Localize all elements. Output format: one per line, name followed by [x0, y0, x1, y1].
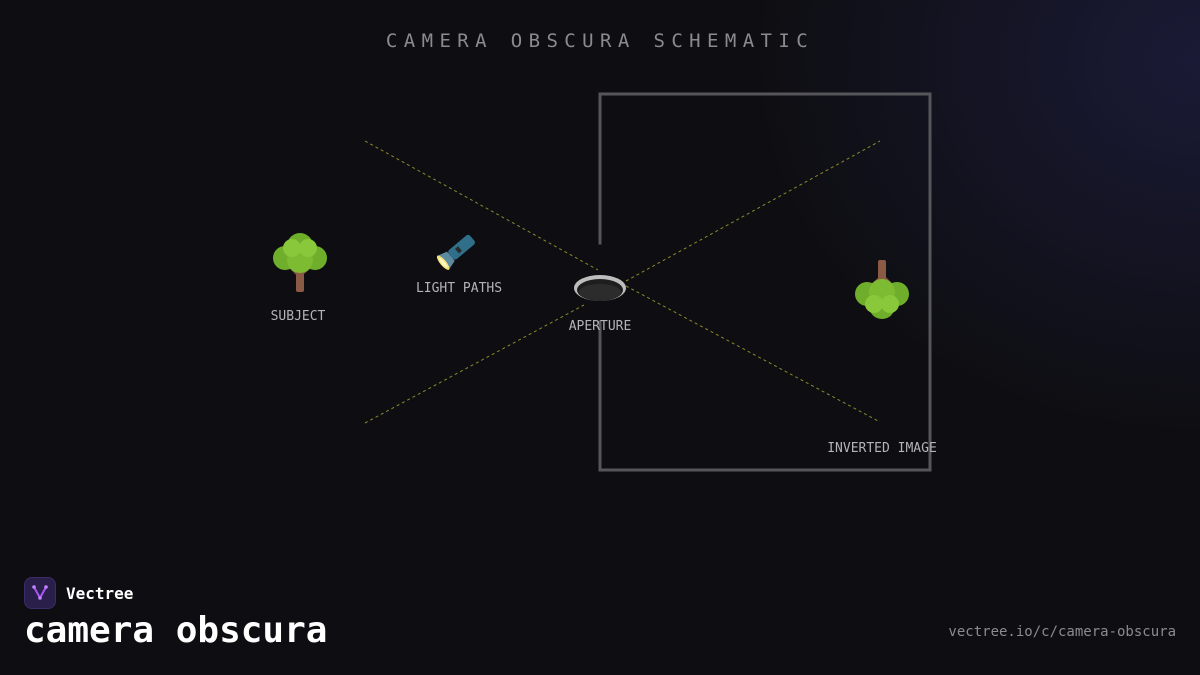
- vectree-logo-icon: [24, 577, 56, 609]
- camera-box: [598, 92, 932, 472]
- source-url-link[interactable]: vectree.io/c/camera-obscura: [948, 624, 1176, 640]
- ray-top-outgoing: [625, 140, 881, 282]
- pinhole-icon: [574, 275, 626, 301]
- ray-bottom-incoming: [364, 304, 585, 424]
- ray-top-incoming: [364, 140, 599, 271]
- subject-label: SUBJECT: [270, 309, 326, 324]
- brand[interactable]: Vectree: [24, 577, 133, 609]
- inverted-image-label: INVERTED IMAGE: [827, 441, 937, 456]
- tree-icon: [268, 232, 332, 306]
- page-title: camera obscura: [24, 610, 328, 651]
- aperture-label: APERTURE: [568, 319, 632, 334]
- diagram-title: CAMERA OBSCURA SCHEMATIC: [385, 30, 815, 52]
- brand-name: Vectree: [66, 583, 134, 603]
- inverted-tree-icon: [850, 256, 914, 323]
- light-paths-label: LIGHT PATHS: [415, 281, 503, 296]
- flashlight-icon: [436, 230, 482, 277]
- ray-bottom-outgoing: [625, 285, 881, 423]
- light-rays: [364, 140, 881, 424]
